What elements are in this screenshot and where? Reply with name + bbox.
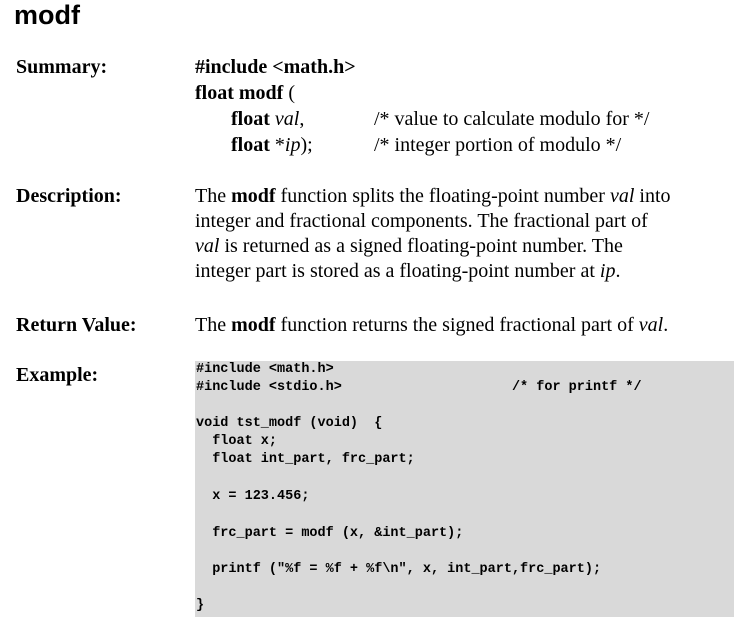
desc-text: The	[195, 185, 232, 207]
ret-func-name: modf	[231, 314, 276, 336]
code-line: }	[196, 598, 205, 613]
desc-param: ip	[599, 260, 616, 282]
page-title: modf	[14, 0, 80, 30]
description-label: Description:	[16, 185, 122, 207]
param-ip-punct: );	[300, 134, 313, 156]
code-line: float x;	[196, 434, 278, 449]
summary-include: #include <math.h>	[195, 56, 356, 78]
description-line-1: The modf function splits the floating-po…	[195, 185, 671, 208]
open-paren: (	[288, 82, 296, 104]
code-line: #include <math.h>	[196, 362, 334, 377]
param-val-name: val	[274, 108, 300, 130]
desc-text: .	[615, 260, 621, 282]
code-line: #include <stdio.h> /* for printf */	[196, 380, 642, 395]
example-label: Example:	[16, 364, 99, 386]
desc-text: function splits the floating-point numbe…	[275, 185, 610, 207]
param-val-type: float	[231, 108, 270, 130]
desc-param: val	[195, 235, 220, 257]
desc-text: is returned as a signed floating-point n…	[219, 235, 623, 257]
param-val-punct: ,	[299, 108, 305, 130]
ret-param: val	[638, 314, 664, 336]
param-ip-star: *	[274, 134, 285, 156]
func-name: modf	[238, 82, 284, 104]
return-value-label: Return Value:	[16, 314, 137, 336]
func-return-type: float	[195, 82, 234, 104]
param-ip-comment: /* integer portion of modulo */	[374, 134, 622, 156]
description-line-4: integer part is stored as a floating-poi…	[195, 260, 620, 283]
param-val-comment: /* value to calculate modulo for */	[374, 108, 650, 130]
code-line: x = 123.456;	[196, 489, 310, 504]
code-line: frc_part = modf (x, &int_part);	[196, 526, 464, 541]
description-line-2: integer and fractional components. The f…	[195, 210, 648, 232]
ret-text: .	[663, 314, 669, 336]
ret-text: function returns the signed fractional p…	[275, 314, 639, 336]
summary-label: Summary:	[16, 56, 108, 78]
param-val: float val,	[231, 108, 304, 131]
return-value-text: The modf function returns the signed fra…	[195, 314, 668, 337]
desc-func-name: modf	[231, 185, 276, 207]
param-ip-name: ip	[284, 134, 301, 156]
code-line: float int_part, frc_part;	[196, 452, 415, 467]
code-line: printf ("%f = %f + %f\n", x, int_part,fr…	[196, 562, 602, 577]
description-line-3: val is returned as a signed floating-poi…	[195, 235, 623, 258]
code-line: void tst_modf (void) {	[196, 416, 383, 431]
param-ip-type: float	[231, 134, 270, 156]
desc-text: integer part is stored as a floating-poi…	[195, 260, 600, 282]
ret-text: The	[195, 314, 232, 336]
desc-text: into	[634, 185, 671, 207]
example-code-block	[195, 361, 734, 617]
summary-signature: float modf (	[195, 82, 295, 105]
param-ip: float *ip);	[231, 134, 313, 157]
desc-param: val	[609, 185, 635, 207]
